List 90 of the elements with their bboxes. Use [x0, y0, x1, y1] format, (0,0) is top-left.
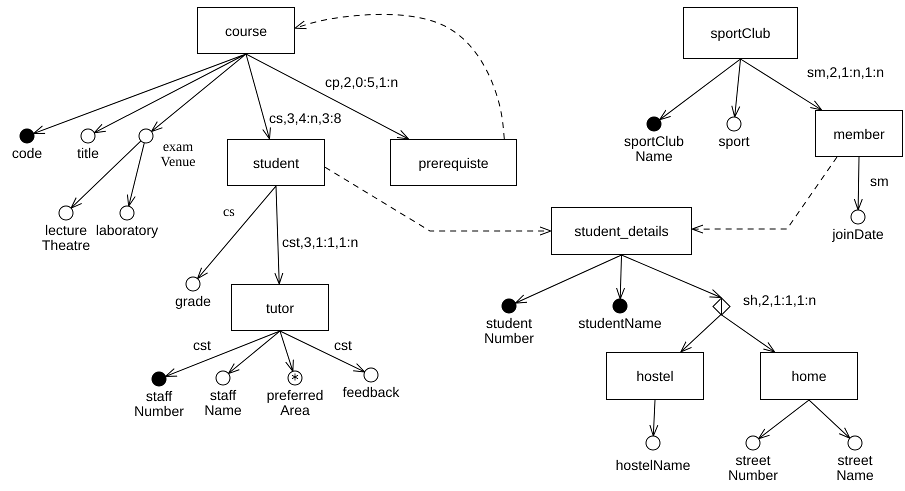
open-circle — [215, 370, 231, 386]
attribute-name: staff Number — [133, 389, 185, 418]
open-circle — [850, 209, 866, 225]
entity-box — [815, 110, 903, 157]
entity-box — [606, 352, 704, 400]
arrow — [126, 142, 145, 207]
edge-label: cst — [193, 338, 211, 354]
open-circle — [363, 367, 379, 383]
entity-name: sportClub — [710, 25, 770, 41]
attribute-name: street Number — [727, 453, 779, 482]
arrow — [758, 400, 810, 440]
arrow — [659, 58, 741, 120]
dashed-arrow — [294, 14, 505, 140]
entity-box — [551, 207, 692, 255]
arrow — [649, 400, 658, 436]
entity-name: member — [833, 126, 885, 142]
entity-box — [683, 7, 798, 59]
edge-label: sm,2,1:n,1:n — [807, 65, 884, 80]
open-circle — [847, 435, 863, 451]
arrow — [720, 314, 776, 352]
attribute-name: joinDate — [832, 227, 884, 242]
arrow — [150, 54, 246, 132]
edge-label: cp,2,0:5,1:n — [325, 75, 398, 90]
edge-label: cst — [334, 338, 352, 354]
attribute-name: lecture Theatre — [40, 223, 92, 252]
entity-name: home — [791, 368, 827, 384]
open-circle — [58, 205, 74, 221]
arrow — [70, 140, 142, 209]
attribute-name: laboratory — [96, 223, 158, 238]
dashed-arrow — [692, 156, 838, 234]
entity-name: prerequiste — [418, 154, 489, 170]
arrow — [246, 54, 271, 140]
entity-name: student_details — [574, 223, 669, 239]
attribute-name: student Number — [483, 316, 535, 346]
attribute-name: title — [77, 146, 99, 161]
entity-box — [231, 284, 329, 331]
arrow — [197, 186, 276, 280]
arrow — [94, 54, 246, 134]
attribute-name: sportClub Name — [623, 134, 685, 164]
arrow — [514, 254, 622, 304]
open-circle — [645, 435, 661, 451]
attribute-name: feedback — [342, 385, 400, 400]
attribute-name: preferred Area — [266, 388, 324, 418]
filled-circle — [501, 298, 517, 314]
attribute-name: sh,2,1:1,1:n — [743, 293, 816, 308]
edge-label: cs,3,4:n,3:8 — [269, 111, 342, 126]
attribute-name: staff Name — [203, 388, 243, 418]
filled-circle — [151, 371, 167, 387]
attribute-name: hostelName — [616, 458, 690, 473]
filled-circle — [646, 116, 662, 132]
dashed-arrow — [324, 166, 552, 236]
attribute-name: code — [12, 146, 42, 161]
entity-name: tutor — [266, 300, 294, 316]
entity-box — [197, 7, 295, 54]
arrow — [33, 54, 246, 134]
arrow — [808, 400, 850, 439]
arrow — [680, 314, 722, 352]
arrow — [228, 330, 280, 374]
entity-name: course — [224, 22, 268, 38]
arrow — [165, 330, 280, 377]
open-circle — [80, 128, 96, 144]
asterisk-circle — [287, 370, 303, 386]
arrow — [274, 186, 284, 284]
arrow — [740, 58, 822, 110]
filled-circle — [612, 298, 628, 314]
open-circle — [185, 276, 201, 292]
open-circle — [119, 205, 135, 221]
arrow — [280, 330, 294, 372]
attribute-name: studentName — [578, 316, 662, 331]
open-circle — [745, 435, 761, 451]
entity-box — [390, 139, 517, 186]
edge-label: cst,3,1:1,1:n — [282, 235, 358, 250]
entity-name: student — [253, 154, 299, 170]
arrow — [246, 54, 410, 140]
attribute-name: sport — [718, 134, 750, 149]
arrow — [280, 330, 366, 372]
diamond-symbol — [712, 296, 730, 316]
open-circle — [726, 116, 742, 132]
attribute-name: exam Venue — [160, 141, 196, 170]
attribute-name: street Name — [835, 453, 875, 482]
entity-box — [227, 139, 325, 186]
attribute-name: grade — [175, 294, 211, 309]
entity-box — [760, 352, 858, 400]
filled-circle — [19, 128, 35, 144]
arrow — [616, 254, 626, 300]
open-circle — [138, 128, 154, 144]
arrow — [621, 254, 722, 298]
arrow — [731, 58, 741, 118]
arrow — [854, 156, 863, 210]
entity-name: hostel — [636, 368, 674, 384]
